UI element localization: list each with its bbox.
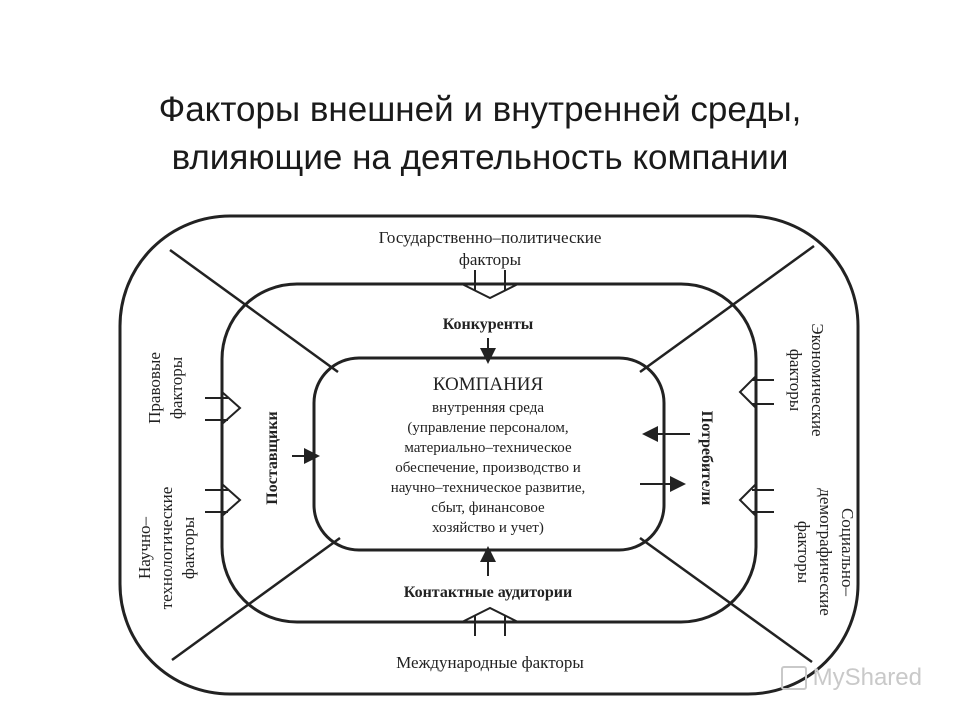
separator-top-right xyxy=(639,244,815,374)
slide-title: Факторы внешней и внутренней среды, влия… xyxy=(0,86,960,182)
svg-text:Социально–: Социально– xyxy=(838,508,857,597)
separator-bottom-left xyxy=(171,536,341,662)
label-suppliers: Поставщики xyxy=(264,411,281,504)
svg-text:технологические: технологические xyxy=(157,487,176,610)
svg-text:факторы: факторы xyxy=(179,516,198,579)
label-legal: Правовые факторы xyxy=(145,352,186,424)
presentation-icon xyxy=(780,666,807,690)
company-line-1: внутренняя среда xyxy=(432,400,544,416)
watermark: MyShared xyxy=(780,664,922,692)
svg-text:демографические: демографические xyxy=(816,488,835,616)
label-competitors: Конкуренты xyxy=(443,316,534,333)
label-contact-audiences: Контактные аудитории xyxy=(404,584,572,601)
label-economic: Экономические факторы xyxy=(786,323,827,436)
notch-top xyxy=(461,270,519,300)
svg-text:факторы: факторы xyxy=(794,521,813,584)
separator-top-left xyxy=(169,248,339,374)
notch-left-top xyxy=(205,391,242,425)
company-line-6: сбыт, финансовое xyxy=(431,500,545,516)
company-line-5: научно–техническое развитие, xyxy=(391,480,586,496)
company-line-7: хозяйство и учет) xyxy=(432,520,544,536)
notch-right-bottom xyxy=(738,483,774,517)
separator-bottom-right xyxy=(639,536,813,664)
notch-left-bottom xyxy=(205,483,242,517)
watermark-text: MyShared xyxy=(812,664,922,691)
label-consumers: Потребители xyxy=(698,411,715,506)
outer-ring xyxy=(118,214,860,696)
label-socio-demographic: Социально– демографические факторы xyxy=(794,488,857,616)
company-line-4: обеспечение, производство и xyxy=(395,460,580,476)
company-line-3: материально–техническое xyxy=(404,440,572,456)
notch-right-top xyxy=(738,375,774,409)
label-sci-tech: Научно– технологические факторы xyxy=(135,487,198,610)
svg-text:факторы: факторы xyxy=(786,349,805,412)
label-state-political-2: факторы xyxy=(459,250,522,269)
svg-text:Экономические: Экономические xyxy=(808,323,827,436)
svg-text:Научно–: Научно– xyxy=(135,516,154,579)
svg-text:Правовые: Правовые xyxy=(145,352,164,424)
label-state-political: Государственно–политические xyxy=(379,228,602,247)
company-line-2: (управление персоналом, xyxy=(407,420,568,436)
svg-text:факторы: факторы xyxy=(167,356,186,419)
slide-title-line-1: Факторы внешней и внутренней среды, xyxy=(158,90,802,129)
slide-title-line-2: влияющие на деятельность компании xyxy=(171,138,789,177)
label-company: КОМПАНИЯ xyxy=(433,374,544,395)
notch-bottom xyxy=(461,606,519,636)
middle-ring xyxy=(220,282,758,624)
label-international: Международные факторы xyxy=(396,653,584,672)
